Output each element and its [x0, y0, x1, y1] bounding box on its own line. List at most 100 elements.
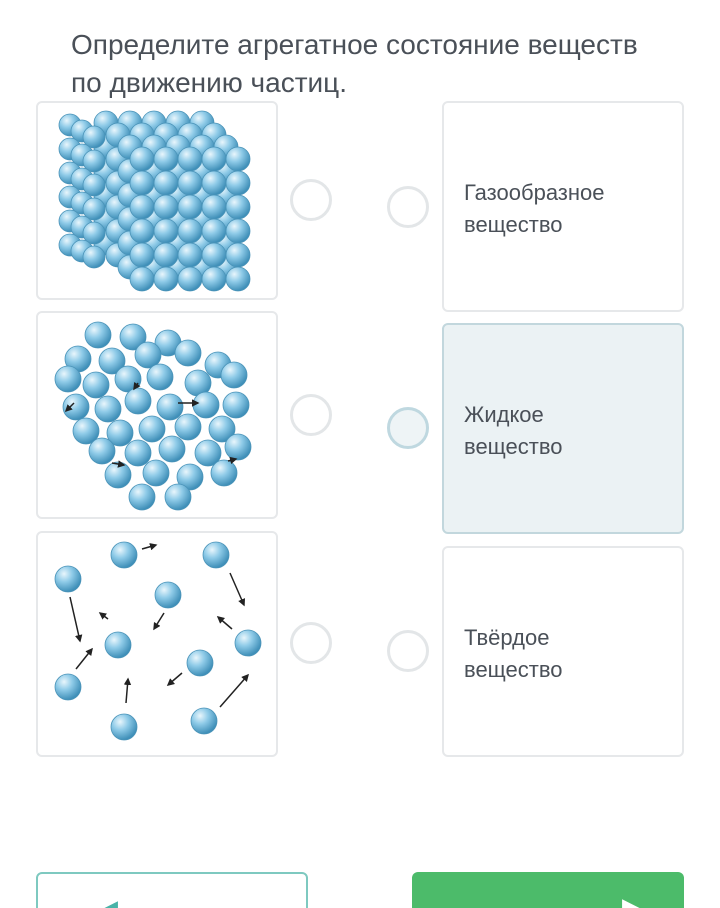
particle: [129, 242, 155, 268]
particle: [201, 170, 227, 196]
particle: [224, 433, 252, 461]
particle: [177, 194, 203, 220]
particle: [177, 218, 203, 244]
answer-label: Газообразное вещество: [464, 180, 605, 237]
particle: [177, 242, 203, 268]
particle: [54, 565, 82, 593]
particle: [134, 341, 162, 369]
particle: [225, 194, 251, 220]
image-radio-1[interactable]: [290, 179, 332, 221]
answer-card-solid[interactable]: Твёрдое вещество: [442, 546, 684, 757]
motion-arrow: [229, 572, 246, 607]
particle: [201, 242, 227, 268]
motion-arrow: [227, 456, 238, 465]
particle: [124, 439, 152, 467]
answer-radio-1[interactable]: [387, 186, 429, 228]
particle: [142, 459, 170, 487]
particle: [54, 673, 82, 701]
particle: [129, 218, 155, 244]
particle: [84, 321, 112, 349]
particle: [153, 242, 179, 268]
particle: [153, 170, 179, 196]
answer-card-liquid[interactable]: Жидкое вещество: [442, 323, 684, 534]
particle: [153, 218, 179, 244]
answer-label: Твёрдое вещество: [464, 625, 563, 682]
particle: [201, 218, 227, 244]
motion-arrow: [153, 612, 165, 631]
particle: [129, 170, 155, 196]
particle: [129, 146, 155, 172]
particle: [88, 437, 116, 465]
particle: [82, 125, 106, 149]
motion-arrow: [75, 647, 93, 670]
arrow-left-icon: ◀: [98, 894, 118, 908]
motion-arrow: [64, 402, 75, 413]
particle: [177, 266, 203, 292]
answer-radio-3[interactable]: [387, 630, 429, 672]
particle: [176, 463, 204, 491]
motion-arrow: [216, 616, 233, 630]
particle: [82, 197, 106, 221]
answer-card-gas[interactable]: Газообразное вещество: [442, 101, 684, 312]
particle: [225, 218, 251, 244]
particle: [110, 541, 138, 569]
particle: [82, 149, 106, 173]
particle: [222, 391, 250, 419]
motion-arrow: [141, 543, 158, 551]
particle: [177, 170, 203, 196]
particle: [208, 415, 236, 443]
particle: [104, 631, 132, 659]
particle: [62, 393, 90, 421]
particle: [153, 266, 179, 292]
particle: [194, 439, 222, 467]
particle: [174, 413, 202, 441]
particle: [201, 266, 227, 292]
answer-radio-2[interactable]: [387, 407, 429, 449]
particle: [153, 146, 179, 172]
solid-particles-image: [58, 110, 251, 292]
particle: [129, 194, 155, 220]
particle: [129, 266, 155, 292]
particle: [124, 387, 152, 415]
motion-arrow: [69, 596, 83, 643]
particle: [119, 323, 147, 351]
motion-arrow: [166, 672, 183, 686]
particle: [54, 365, 82, 393]
image-radio-2[interactable]: [290, 394, 332, 436]
particle: [110, 713, 138, 741]
particle: [94, 395, 122, 423]
gas-particles-image: [54, 541, 262, 741]
particle: [210, 459, 238, 487]
particle: [154, 581, 182, 609]
motion-arrow: [133, 381, 141, 391]
particle: [201, 194, 227, 220]
particle: [225, 266, 251, 292]
image-card-solid: [36, 101, 278, 300]
particle: [98, 347, 126, 375]
particle: [82, 245, 106, 269]
particle: [202, 541, 230, 569]
motion-arrow: [111, 460, 126, 468]
particle: [225, 242, 251, 268]
particle: [220, 361, 248, 389]
particle: [104, 461, 132, 489]
particle: [192, 391, 220, 419]
particle: [156, 393, 184, 421]
question-text: Определите агрегатное состояние веществ …: [71, 29, 638, 98]
image-card-liquid: [36, 311, 278, 519]
particle: [153, 194, 179, 220]
particle: [234, 629, 262, 657]
particle: [138, 415, 166, 443]
back-button[interactable]: ◀: [36, 872, 308, 908]
image-card-gas: [36, 531, 278, 757]
particle: [201, 146, 227, 172]
particle: [72, 417, 100, 445]
particle: [164, 483, 192, 511]
particle: [186, 649, 214, 677]
image-radio-3[interactable]: [290, 622, 332, 664]
next-button[interactable]: ▶: [412, 872, 684, 908]
particle: [146, 363, 174, 391]
motion-arrow: [219, 673, 249, 708]
motion-arrow: [98, 612, 109, 620]
answer-label: Жидкое вещество: [464, 402, 563, 459]
